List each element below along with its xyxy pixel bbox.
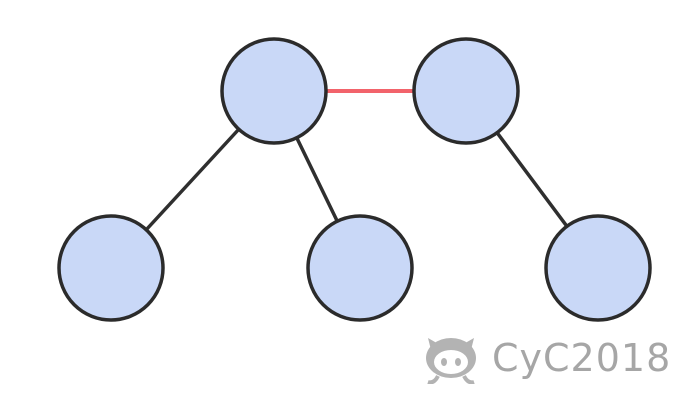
tree-edge [144, 127, 241, 232]
tree-edge [495, 130, 569, 229]
tree-node-n2 [412, 37, 520, 145]
tree-edge [294, 136, 340, 223]
tree-node-n4 [306, 214, 414, 322]
nodes-layer [57, 37, 652, 322]
octocat-icon [426, 338, 476, 384]
tree-node-n3 [57, 214, 165, 322]
watermark: CyC2018 [422, 330, 671, 386]
tree-node-n1 [220, 37, 328, 145]
edges-layer [144, 89, 569, 232]
watermark-text: CyC2018 [492, 336, 672, 380]
tree-node-n5 [544, 214, 652, 322]
